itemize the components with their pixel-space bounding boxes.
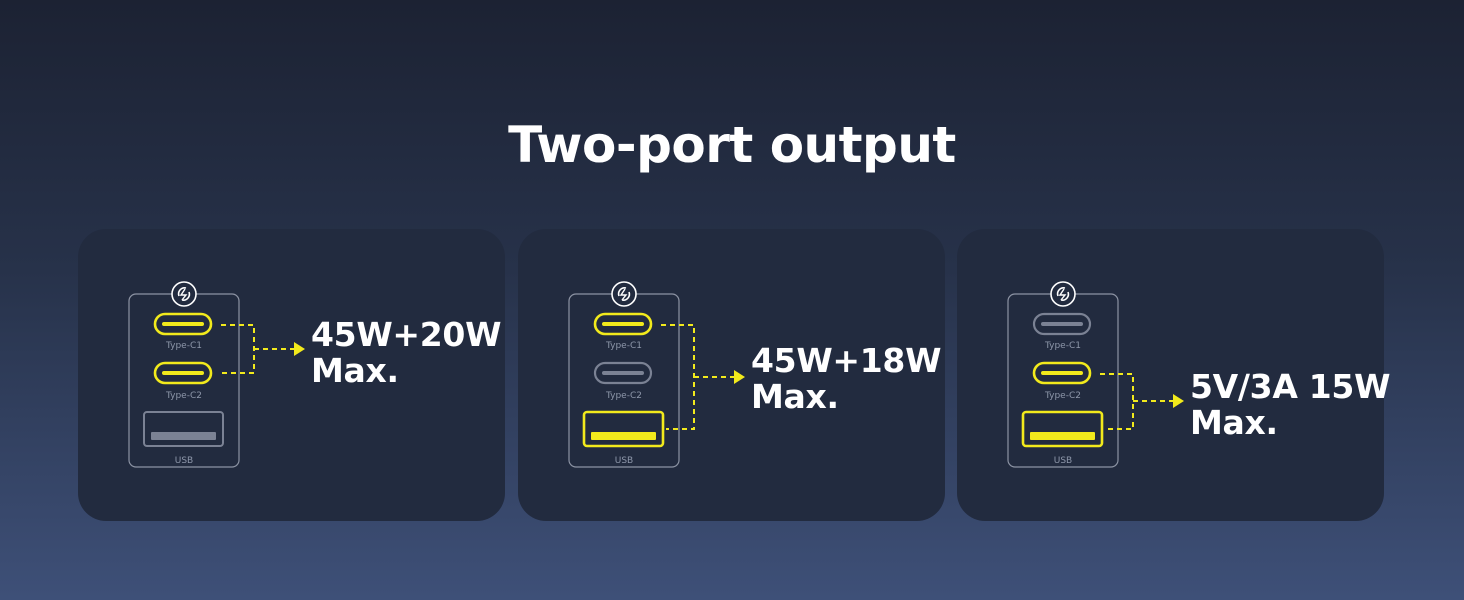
spec-power: 5V/3A 15W: [1190, 367, 1391, 406]
usb-port-active: [582, 410, 665, 448]
output-spec: 45W+18W Max.: [751, 341, 942, 416]
connector-line: [1100, 373, 1134, 430]
output-spec: 5V/3A 15W Max.: [1190, 369, 1390, 441]
type-c1-port-inactive: [1032, 312, 1092, 336]
arrow-right-icon: [294, 342, 305, 356]
type-c1-port-active: [153, 312, 213, 336]
spec-power: 45W+20W: [311, 315, 502, 354]
type-c1-port-active: [593, 312, 653, 336]
spec-max: Max.: [751, 377, 839, 416]
page-title: Two-port output: [508, 116, 956, 174]
charger-diagram: Type-C1 Type-C2 USB: [568, 281, 745, 468]
type-c2-port-inactive: [593, 361, 653, 385]
type-c1-label: Type-C1: [605, 341, 642, 351]
arrow-right-icon: [734, 370, 745, 384]
mode-card-c1-c2: Type-C1 Type-C2 USB 45W+20W Max.: [78, 229, 505, 521]
mode-card-c1-usb: Type-C1 Type-C2 USB 45W+18W Max.: [518, 229, 945, 521]
usb-label: USB: [1054, 456, 1072, 466]
usb-label: USB: [615, 456, 633, 466]
arrow-right-icon: [1173, 394, 1184, 408]
usb-port-active: [1021, 410, 1104, 448]
charger-logo-icon: [611, 281, 637, 307]
type-c1-label: Type-C1: [165, 341, 202, 351]
output-spec: 45W+20W Max.: [311, 315, 502, 390]
charger-diagram: Type-C1 Type-C2 USB: [1007, 281, 1184, 468]
type-c2-port-active: [153, 361, 213, 385]
charger-logo-icon: [171, 281, 197, 307]
charger-logo-icon: [1050, 281, 1076, 307]
spec-power: 45W+18W: [751, 341, 942, 380]
spec-max: Max.: [1190, 403, 1278, 442]
spec-max: Max.: [311, 351, 399, 390]
type-c2-label: Type-C2: [165, 391, 202, 401]
mode-card-c2-usb: Type-C1 Type-C2 USB 5V/3A 15W Max.: [957, 229, 1390, 521]
connector-line: [221, 324, 255, 374]
connector-line: [661, 324, 695, 430]
usb-label: USB: [175, 456, 193, 466]
charger-diagram: Type-C1 Type-C2 USB: [128, 281, 305, 468]
usb-port-inactive: [143, 411, 224, 447]
type-c2-label: Type-C2: [605, 391, 642, 401]
type-c1-label: Type-C1: [1044, 341, 1081, 351]
type-c2-label: Type-C2: [1044, 391, 1081, 401]
type-c2-port-active: [1032, 361, 1092, 385]
